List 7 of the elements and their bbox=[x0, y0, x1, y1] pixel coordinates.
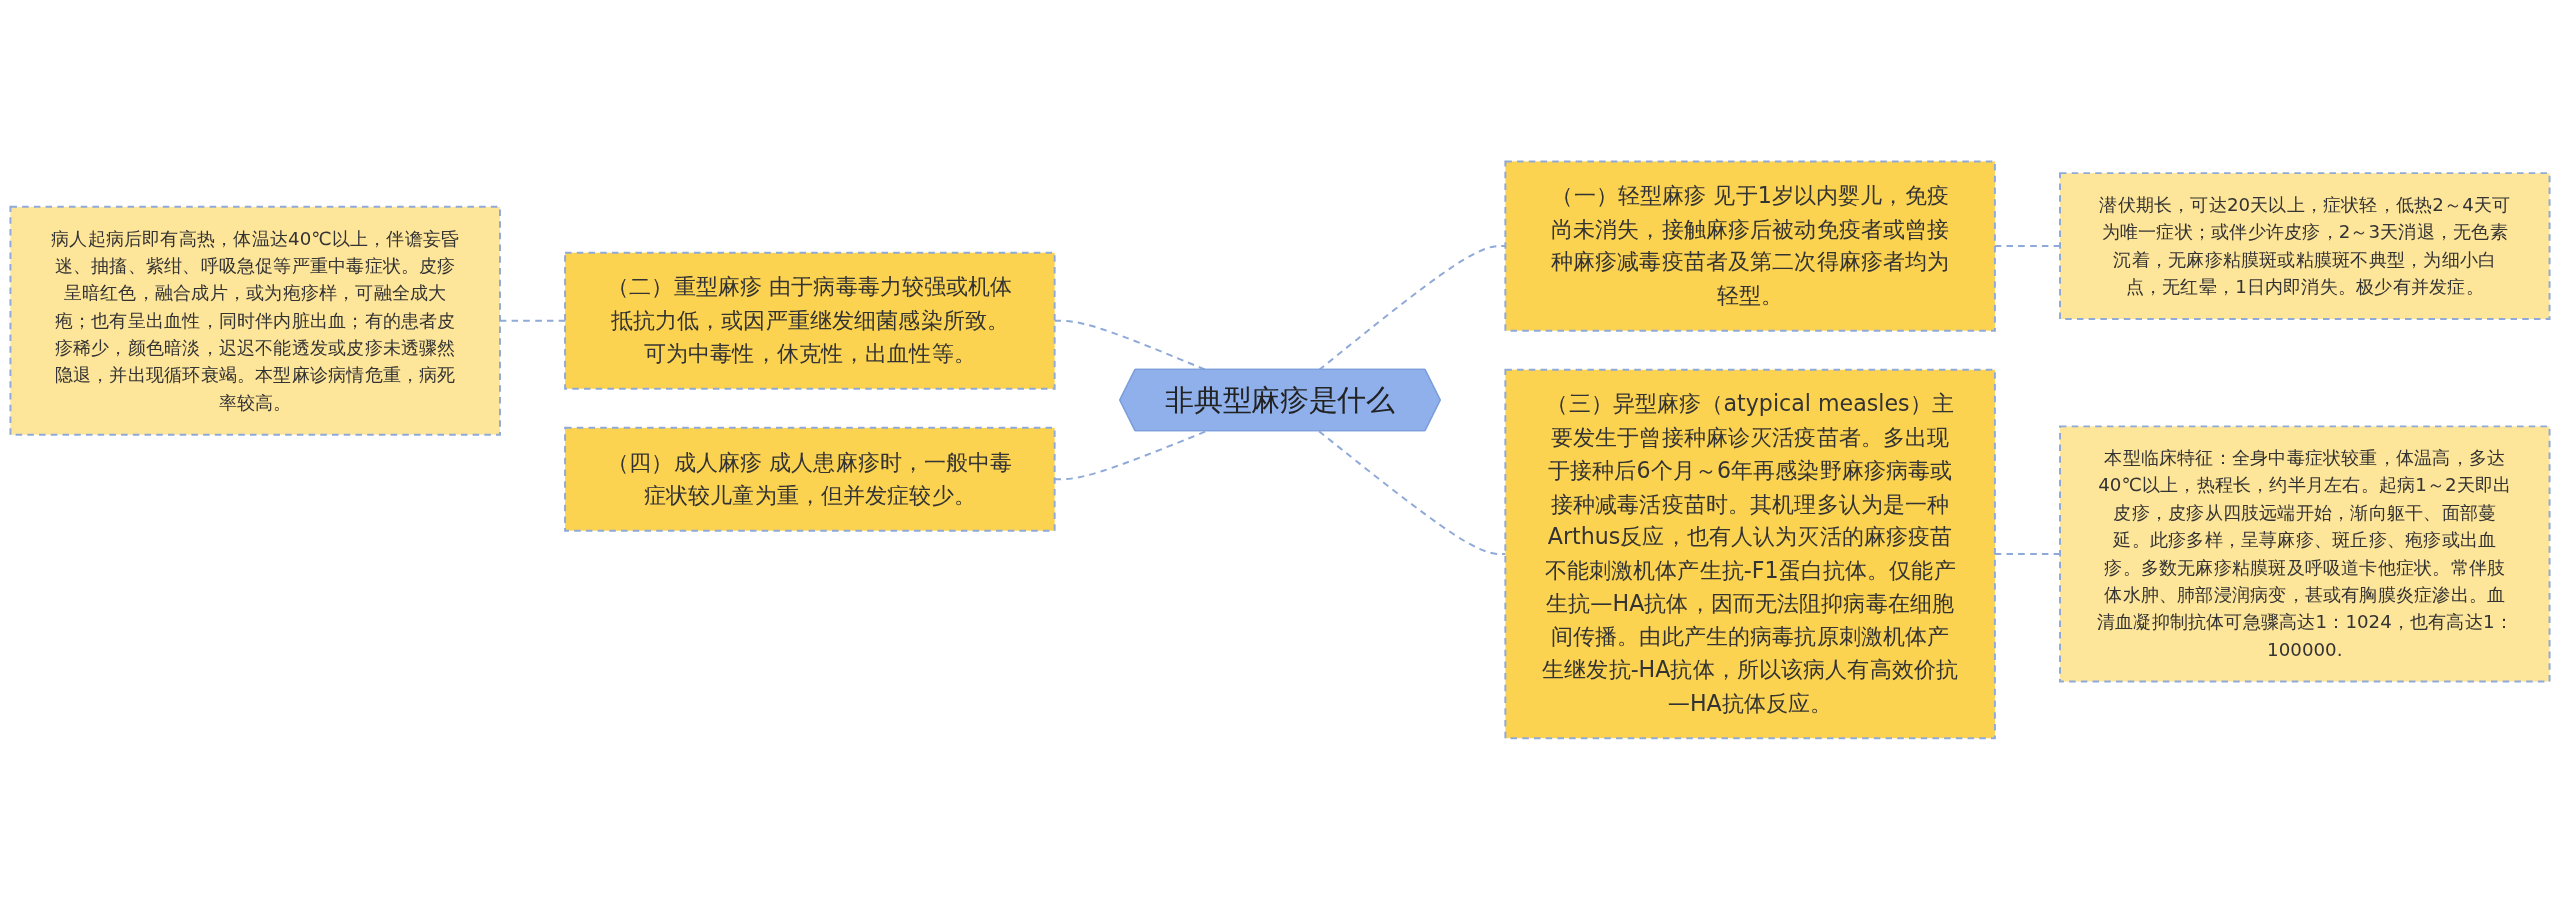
node-box: （二）重型麻疹 由于病毒毒力较强或机体抵抗力低，或因严重继发细菌感染所致。可为中毒性，休克性，出血性等。 bbox=[564, 251, 1056, 390]
node-box: 潜伏期长，可达20天以上，症状轻，低热2～4天可为唯一症状；或伴少许皮疹，2～3天消退，无色素沉着，无麻疹粘膜斑或粘膜斑不典型，为细小白点，无红晕，1日内即消失。极少有并发症。 bbox=[2059, 171, 2551, 320]
node-box: 本型临床特征：全身中毒症状较重，体温高，多达40℃以上，热程长，约半月左右。起病1～2天即出皮疹，皮疹从四肢远端开始，渐向躯干、面部蔓延。此疹多样，呈荨麻疹、斑丘疹、疱疹或出血疹。多数无麻疹粘膜斑及呼吸道卡他症状。常伴肢体水肿、肺部浸润病变，甚或有胸膜炎症渗出。血清血凝抑制抗体可急骤高达1：1024，也有高达1：100000. bbox=[2059, 425, 2551, 683]
node-box: （四）成人麻疹 成人患麻疹时，一般中毒症状较儿童为重，但并发症较少。 bbox=[564, 426, 1056, 532]
node-box: 病人起病后即有高热，体温达40℃以上，伴谵妄昏迷、抽搐、紫绀、呼吸急促等严重中毒症状。皮疹呈暗红色，融合成片，或为疱疹样，可融全成大疱；也有呈出血性，同时伴内脏出血；有的患者皮疹稀少，颜色暗淡，迟迟不能透发或皮疹未透骤然隐退，并出现循环衰竭。本型麻诊病情危重，病死率较高。 bbox=[9, 205, 501, 436]
node-box: （一）轻型麻疹 见于1岁以内婴儿，免疫尚未消失，接触麻疹后被动免疫者或曾接种麻疹减毒疫苗者及第二次得麻疹者均为轻型。 bbox=[1504, 160, 1996, 332]
node-box: （三）异型麻疹（atypical measles）主要发生于曾接种麻诊灭活疫苗者。多出现于接种后6个月～6年再感染野麻疹病毒或接种减毒活疫苗时。其机理多认为是一种Arthus反应，也有人认为灭活的麻疹疫苗不能刺激机体产生抗-F1蛋白抗体。仅能产生抗—HA抗体，因而无法阻抑病毒在细胞间传播。由此产生的病毒抗原刺激机体产生继发抗-HA抗体，所以该病人有高效价抗—HA抗体反应。 bbox=[1504, 368, 1996, 739]
